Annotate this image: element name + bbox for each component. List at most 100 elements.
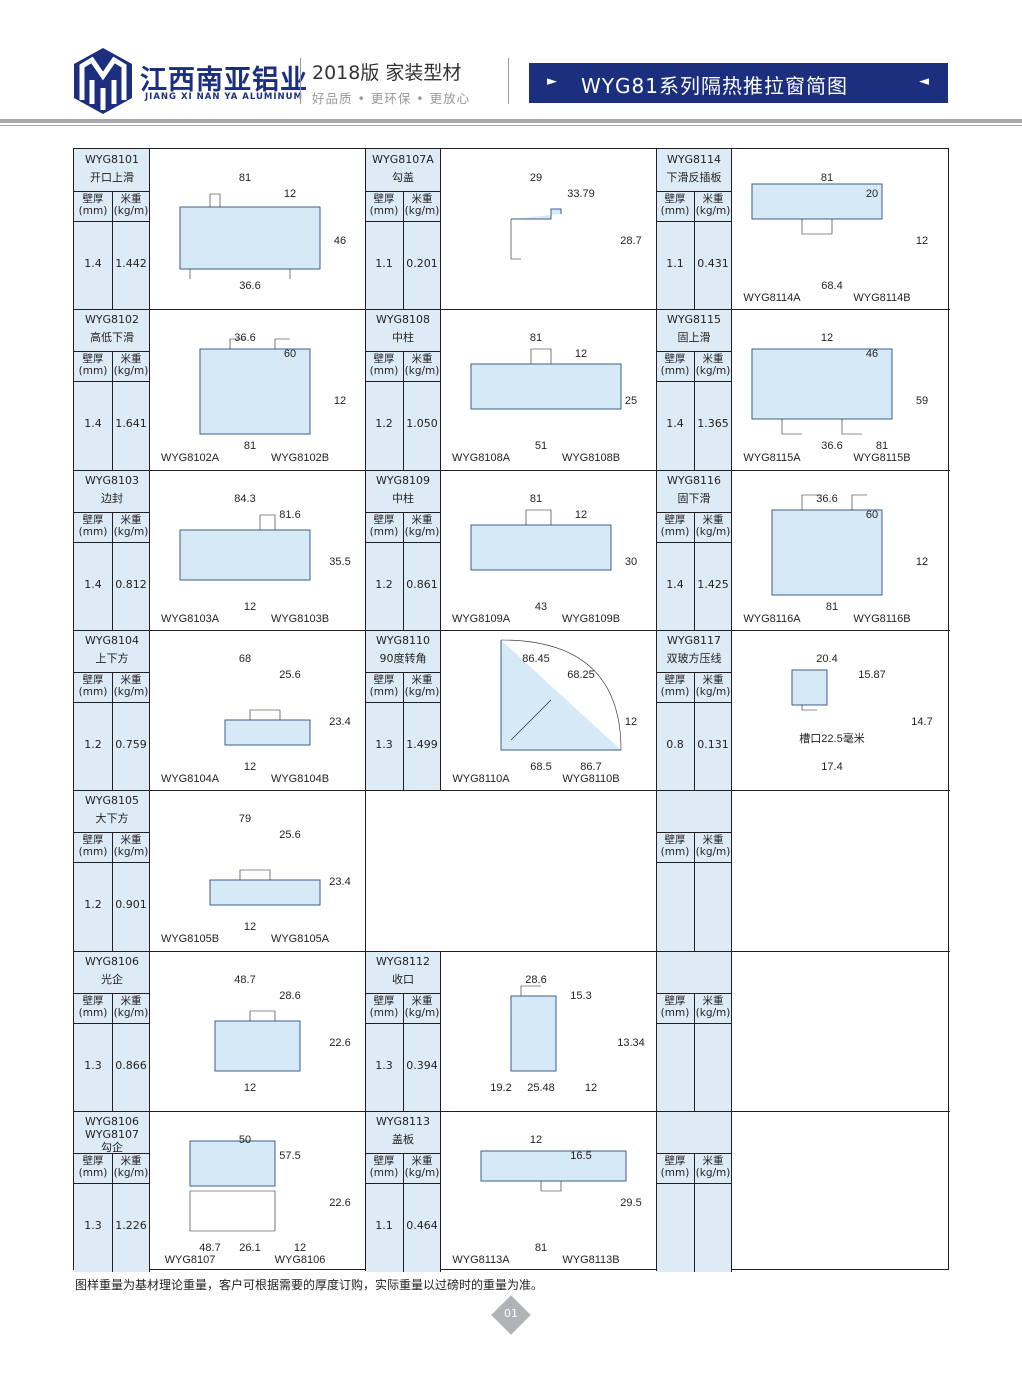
dimension-label: 12 [585,1082,597,1094]
profile-outline [470,363,622,410]
empty-profile-cell: 壁厚 (mm)米重 (kg/m) [656,790,947,952]
meter-weight-header: 米重 (kg/m) [113,193,149,217]
footnote: 图样重量为基材理论重量，客户可根据需要的厚度订购，实际重量以过磅时的重量为准。 [75,1278,544,1292]
profile-name: 上下方 [95,651,129,665]
profile-outline [259,514,276,530]
profile-name: 固上滑 [677,331,711,345]
dimension-label: 23.4 [329,876,350,888]
meter-weight-value: 1.365 [697,417,729,431]
profile-drawing [751,183,883,235]
table-divider [694,1152,695,1272]
dimension-label: 12 [244,601,256,613]
table-divider [403,191,404,310]
part-label: WYG8109A [452,613,511,625]
header-divider [508,58,509,104]
profile-outline [199,348,311,435]
dimension-label: 60 [866,509,878,521]
dimension-label: 12 [334,395,346,407]
grid-column-rule [365,149,366,1271]
meter-weight-header: 米重 (kg/m) [113,673,149,698]
profile-drawing [480,1150,627,1192]
dimension-label: 25.6 [279,669,300,681]
wall-thickness-value: 1.4 [84,577,102,591]
dimension-label: 15.3 [570,990,591,1002]
grid-rule [74,1110,950,1112]
dimension-label: 68.4 [821,280,842,292]
grid-column-rule [656,149,657,1271]
profile-outline [791,669,828,706]
dimension-label: 46 [334,235,346,247]
dimension-label: 28.6 [525,974,546,986]
table-divider [694,671,695,791]
dimension-label: 12 [294,1242,306,1254]
dimension-label: 25 [625,395,637,407]
meter-weight-header: 米重 (kg/m) [113,994,149,1019]
profile-drawing [209,869,321,906]
dimension-label: 68.25 [567,669,595,681]
meter-weight-header: 米重 (kg/m) [695,994,731,1019]
meter-weight-header: 米重 (kg/m) [695,673,731,698]
dimension-label: 12 [244,921,256,933]
dimension-label: 28.6 [279,990,300,1002]
dimension-label: 33.79 [567,188,595,200]
meter-weight-value: 0.861 [406,577,438,591]
wall-thickness-header: 壁厚 (mm) [78,1154,108,1179]
meter-weight-value: 0.812 [115,577,147,591]
dimension-label: 68 [239,653,251,665]
dimension-label: 81 [239,172,251,184]
meter-weight-header: 米重 (kg/m) [695,513,731,538]
profile-diagram: 48.728.622.612 [214,974,351,1094]
profile-code: WYG8101 [84,153,140,166]
profile-outline [530,348,552,365]
grid-rule [74,950,950,952]
profile-drawing [214,1010,301,1071]
header-divider [300,58,301,104]
wall-thickness-header: 壁厚 (mm) [660,834,690,859]
wall-thickness-header: 壁厚 (mm) [660,994,690,1019]
dimension-label: 79 [239,813,251,825]
grid-rule [74,469,950,471]
dimension-label: 22.6 [329,1197,350,1209]
profile-code: WYG8110 [375,633,431,647]
part-label: WYG8103A [161,613,220,625]
wall-thickness-value: 1.2 [84,898,102,912]
profile-info-panel: 壁厚 (mm)米重 (kg/m) [656,950,732,1112]
profile-outline [470,524,612,571]
profile-outline [510,699,552,741]
meter-weight-value: 1.425 [697,577,729,591]
triangle-left-icon: ◄ [919,74,929,89]
profile-code: WYG8109 [375,473,431,487]
wall-thickness-header: 壁厚 (mm) [369,513,399,538]
meter-weight-header: 米重 (kg/m) [113,513,149,538]
meter-weight-header: 米重 (kg/m) [695,834,731,859]
wall-thickness-header: 壁厚 (mm) [78,673,108,698]
meter-weight-header: 米重 (kg/m) [404,994,440,1019]
wall-thickness-value: 1.2 [375,577,393,591]
dimension-label: 86.7 [580,761,601,773]
table-divider [403,671,404,791]
profile-name: 盖板 [392,1132,414,1146]
profile-name: 勾盖 [392,171,414,184]
profile-name: 固下滑 [677,491,711,505]
part-label: WYG8105B [161,933,219,945]
triangle-right-icon: ► [547,74,557,89]
dimension-label: 81 [826,601,838,613]
